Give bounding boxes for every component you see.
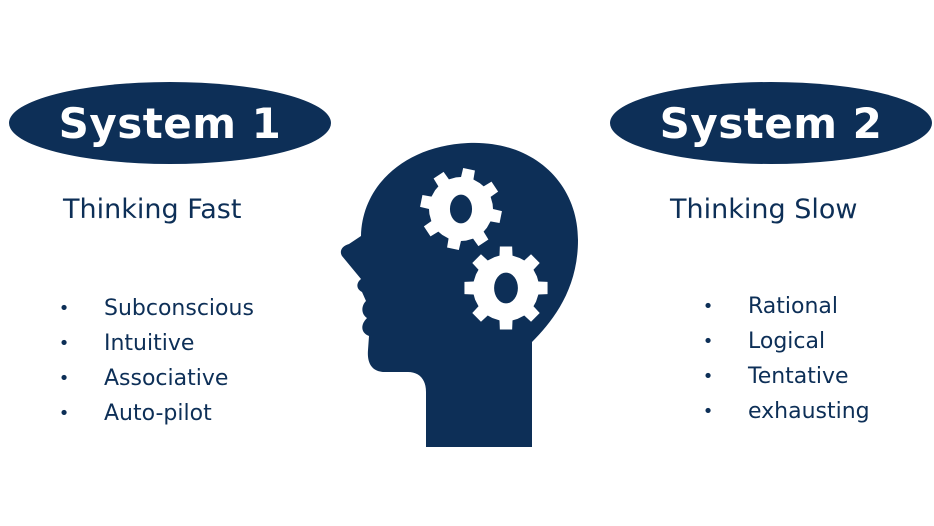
system1-title: System 1 [9, 82, 331, 164]
gear-icon [420, 168, 502, 250]
list-item: • exhausting [702, 394, 870, 429]
bullet-icon: • [58, 368, 70, 389]
system2-subtitle: Thinking Slow [670, 194, 858, 225]
system1-list: • Subconscious • Intuitive • Associative • A… [58, 291, 254, 431]
bullet-icon: • [58, 298, 70, 319]
bullet-icon: • [702, 331, 714, 352]
system1-item: Intuitive [104, 331, 195, 356]
head-with-gears-icon [340, 142, 578, 447]
system2-item: exhausting [748, 399, 870, 424]
list-item: • Tentative [702, 359, 870, 394]
bullet-icon: • [58, 333, 70, 354]
system1-item: Auto-pilot [104, 401, 212, 426]
list-item: • Logical [702, 324, 870, 359]
system2-title: System 2 [610, 82, 932, 164]
bullet-icon: • [702, 401, 714, 422]
bullet-icon: • [58, 403, 70, 424]
system2-item: Logical [748, 329, 826, 354]
system2-item: Tentative [748, 364, 849, 389]
system1-item: Associative [104, 366, 229, 391]
system2-item: Rational [748, 294, 839, 319]
list-item: • Auto-pilot [58, 396, 254, 431]
gear-icon [464, 246, 548, 330]
system2-list: • Rational • Logical • Tentative • exhaustin… [702, 289, 870, 429]
system1-item: Subconscious [104, 296, 254, 321]
head-silhouette [340, 142, 578, 447]
system1-subtitle: Thinking Fast [63, 194, 242, 225]
list-item: • Rational [702, 289, 870, 324]
list-item: • Intuitive [58, 326, 254, 361]
bullet-icon: • [702, 366, 714, 387]
list-item: • Associative [58, 361, 254, 396]
list-item: • Subconscious [58, 291, 254, 326]
bullet-icon: • [702, 296, 714, 317]
